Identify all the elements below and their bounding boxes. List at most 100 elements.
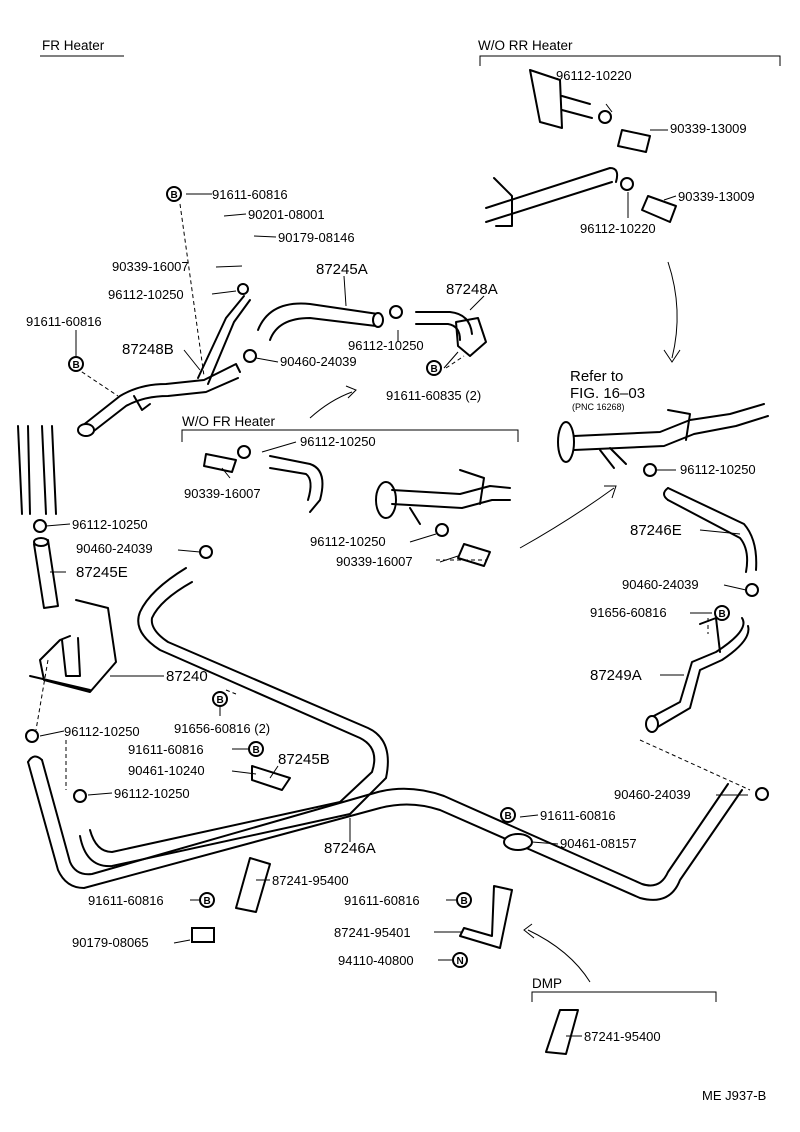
part-label: 96112-10250 <box>310 534 386 549</box>
wo-fr-heater-parts <box>203 453 511 567</box>
svg-text:B: B <box>253 745 260 756</box>
refer-pipe <box>557 403 769 469</box>
part-label: 87246A <box>324 840 376 857</box>
part-label: 96112-10250 <box>72 517 148 532</box>
part-label: 87246E <box>630 522 682 539</box>
hose-87246e <box>663 487 758 573</box>
bracket-wo-fr-heater <box>181 429 519 442</box>
clamp-90461-10240 <box>251 765 291 791</box>
part-label: 87241-95401 <box>334 925 411 940</box>
part-label: 90461-10240 <box>128 763 205 778</box>
part-label: 90201-08001 <box>248 207 325 222</box>
svg-text:B: B <box>719 609 726 620</box>
part-label: 91611-60816 <box>26 314 102 329</box>
part-label: 96112-10220 <box>556 68 632 83</box>
part-label: 87241-95400 <box>584 1029 661 1044</box>
clamp-90461-08157 <box>503 833 533 851</box>
svg-text:B: B <box>431 364 438 375</box>
symbol-b-6: B <box>248 741 264 757</box>
part-label: 91611-60816 <box>128 742 204 757</box>
section-wo-fr-heater: W/O FR Heater <box>182 414 276 429</box>
part-label: 96112-10250 <box>114 786 190 801</box>
part-label: 90339-16007 <box>112 259 189 274</box>
symbol-b-4: B <box>714 605 730 621</box>
part-label: 96112-10250 <box>680 462 756 477</box>
hose-87245a <box>257 302 384 341</box>
rr-heater-pipe <box>485 69 677 227</box>
part-label: 90179-08065 <box>72 935 149 950</box>
figure-code: ME J937-B <box>702 1088 766 1103</box>
part-label: 90460-24039 <box>622 577 699 592</box>
symbol-b-7: B <box>500 807 516 823</box>
part-label: 91611-60816 <box>88 893 164 908</box>
refer-pnc-text: (PNC 16268) <box>572 402 625 412</box>
svg-text:B: B <box>217 695 224 706</box>
part-label: 91611-60816 <box>540 808 616 823</box>
nut-90179-08065 <box>191 927 215 943</box>
hose-87245e <box>33 537 59 609</box>
part-label: 87245A <box>316 261 368 278</box>
refer-fig-text: FIG. 16–03 <box>570 385 645 402</box>
hose-87245b-outline <box>79 567 389 868</box>
part-label: 96112-10250 <box>108 287 184 302</box>
part-label: 94110-40800 <box>338 953 414 968</box>
part-label: 90339-13009 <box>678 189 755 204</box>
svg-text:B: B <box>204 896 211 907</box>
bracket-87241-95401 <box>459 885 513 949</box>
pipe-87248b <box>77 295 251 437</box>
part-label: 90339-13009 <box>670 121 747 136</box>
pipe-87248a <box>415 311 487 357</box>
part-label: 90460-24039 <box>614 787 691 802</box>
vertical-pipes-top-left <box>17 425 57 515</box>
part-label: 91656-60816 <box>590 605 667 620</box>
svg-text:B: B <box>461 896 468 907</box>
dashed-leaders <box>35 203 751 791</box>
part-label: 87248A <box>446 281 498 298</box>
part-label: 90461-08157 <box>560 836 637 851</box>
symbol-b-9: B <box>456 892 472 908</box>
part-label: 91656-60816 (2) <box>174 721 270 736</box>
leader-lines <box>39 103 748 1037</box>
part-label: 87248B <box>122 341 174 358</box>
part-label: 90460-24039 <box>280 354 357 369</box>
svg-text:B: B <box>73 360 80 371</box>
part-label: 90339-16007 <box>336 554 413 569</box>
svg-text:B: B <box>171 190 178 201</box>
bracket-dmp <box>531 991 717 1002</box>
bracket-dmp-87241-95400 <box>545 1009 579 1055</box>
part-label: 96112-10250 <box>348 338 424 353</box>
part-label: 90460-24039 <box>76 541 153 556</box>
symbol-b-3: B <box>426 360 442 376</box>
symbol-b-1: B <box>166 186 182 202</box>
part-label: 96112-10250 <box>300 434 376 449</box>
part-labels: 96112-10220 90339-13009 90339-13009 9611… <box>26 68 756 1044</box>
refer-to-text: Refer to <box>570 368 623 385</box>
svg-text:B: B <box>505 811 512 822</box>
hose-clamps <box>25 110 769 803</box>
section-wo-rr-heater: W/O RR Heater <box>478 38 573 53</box>
part-label: 96112-10250 <box>64 724 140 739</box>
symbol-b-2: B <box>68 356 84 372</box>
section-dmp: DMP <box>532 976 562 991</box>
part-label: 91611-60816 <box>212 187 288 202</box>
part-label: 87245E <box>76 564 128 581</box>
part-label: 87240 <box>166 668 208 685</box>
part-label: 91611-60835 (2) <box>386 388 481 403</box>
valve-87240 <box>29 599 117 693</box>
hose-87246a-outline <box>27 755 743 901</box>
symbol-n-1: N <box>452 952 468 968</box>
flow-arrows <box>309 261 681 983</box>
svg-text:N: N <box>457 956 464 967</box>
part-label: 87249A <box>590 667 642 684</box>
section-fr-heater: FR Heater <box>42 38 105 53</box>
part-label: 90339-16007 <box>184 486 261 501</box>
symbol-markers: B B B B B B B B B N <box>68 186 730 968</box>
symbol-b-5: B <box>212 691 228 707</box>
part-label: 87241-95400 <box>272 873 349 888</box>
bracket-wo-rr-heater <box>479 55 781 66</box>
bracket-87241-95400 <box>235 857 271 913</box>
part-label: 87245B <box>278 751 330 768</box>
symbol-b-8: B <box>199 892 215 908</box>
part-label: 96112-10220 <box>580 221 656 236</box>
